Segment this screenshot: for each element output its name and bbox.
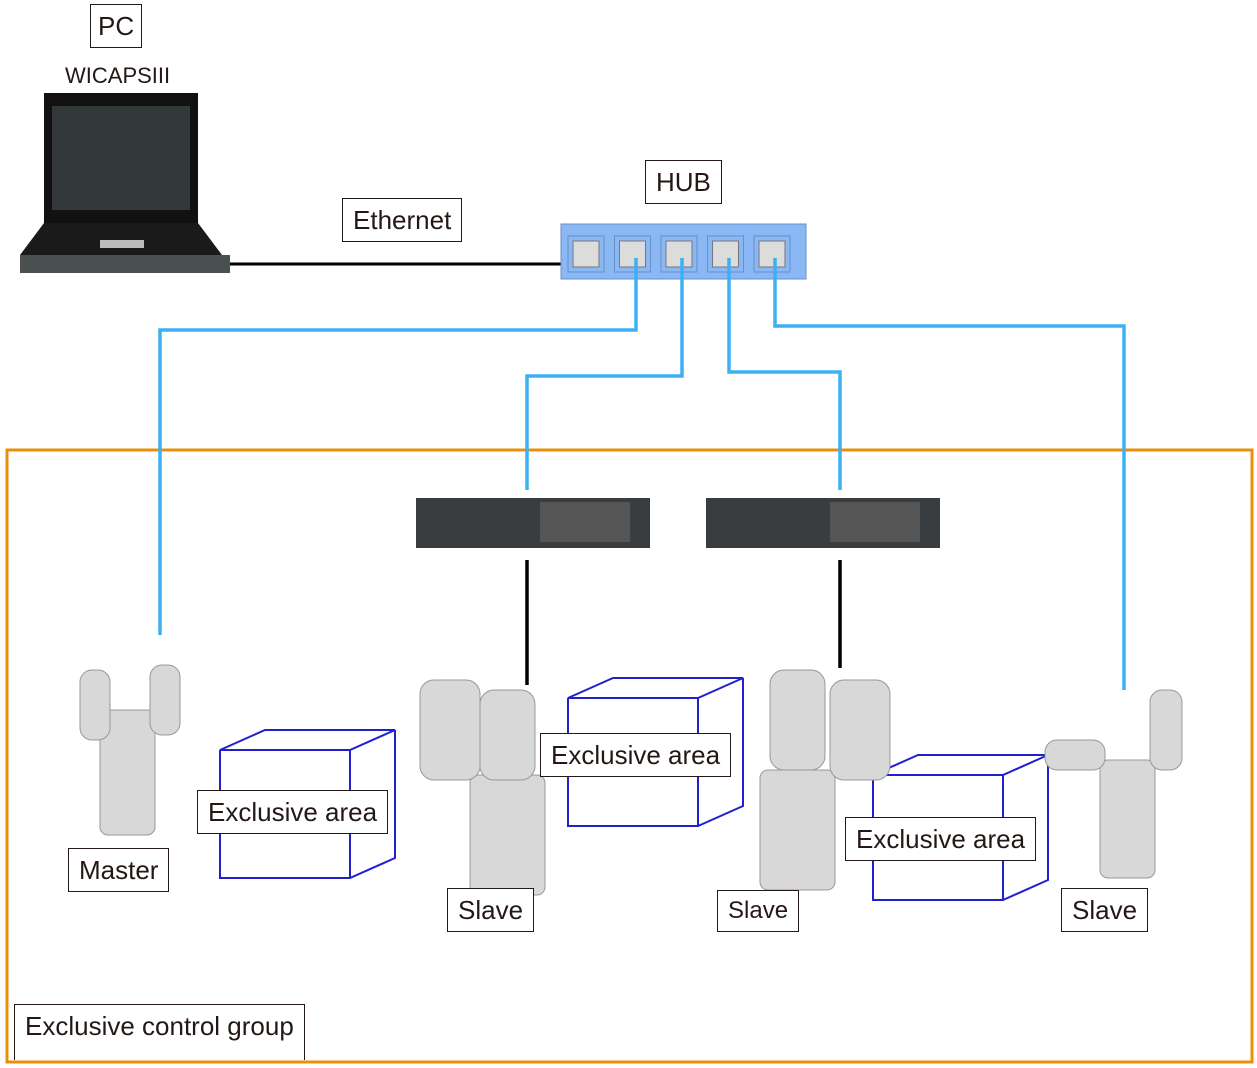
robot-cables: [525, 560, 842, 685]
controller-icon: [416, 498, 650, 548]
robot-role-label: Master: [68, 848, 170, 892]
robot-icon: [419, 679, 546, 896]
exclusive-area-label: Exclusive area: [197, 790, 389, 834]
software-label: WICAPSIII: [65, 63, 171, 88]
laptop-icon: [20, 93, 230, 273]
exclusive-control-group-border: [5, 448, 1254, 1064]
exclusive-area-box: [219, 677, 1049, 901]
group-label: Exclusive control group: [14, 1004, 305, 1060]
exclusive-area-label: Exclusive area: [540, 733, 732, 777]
hub-label: HUB: [645, 160, 722, 204]
robot-icon: [1044, 689, 1183, 879]
robot-role-label: Slave: [1061, 888, 1149, 932]
lan-cables: [158, 258, 1126, 690]
exclusive-area-label: Exclusive area: [845, 817, 1037, 861]
robot-role-label: Slave: [447, 888, 535, 932]
robot-icon: [79, 664, 181, 836]
robot-icon: [759, 669, 891, 891]
ethernet-label: Ethernet: [342, 198, 463, 242]
pc-label: PC: [90, 4, 143, 48]
robot-role-label: Slave: [717, 890, 800, 932]
controller-icon: [706, 498, 940, 548]
